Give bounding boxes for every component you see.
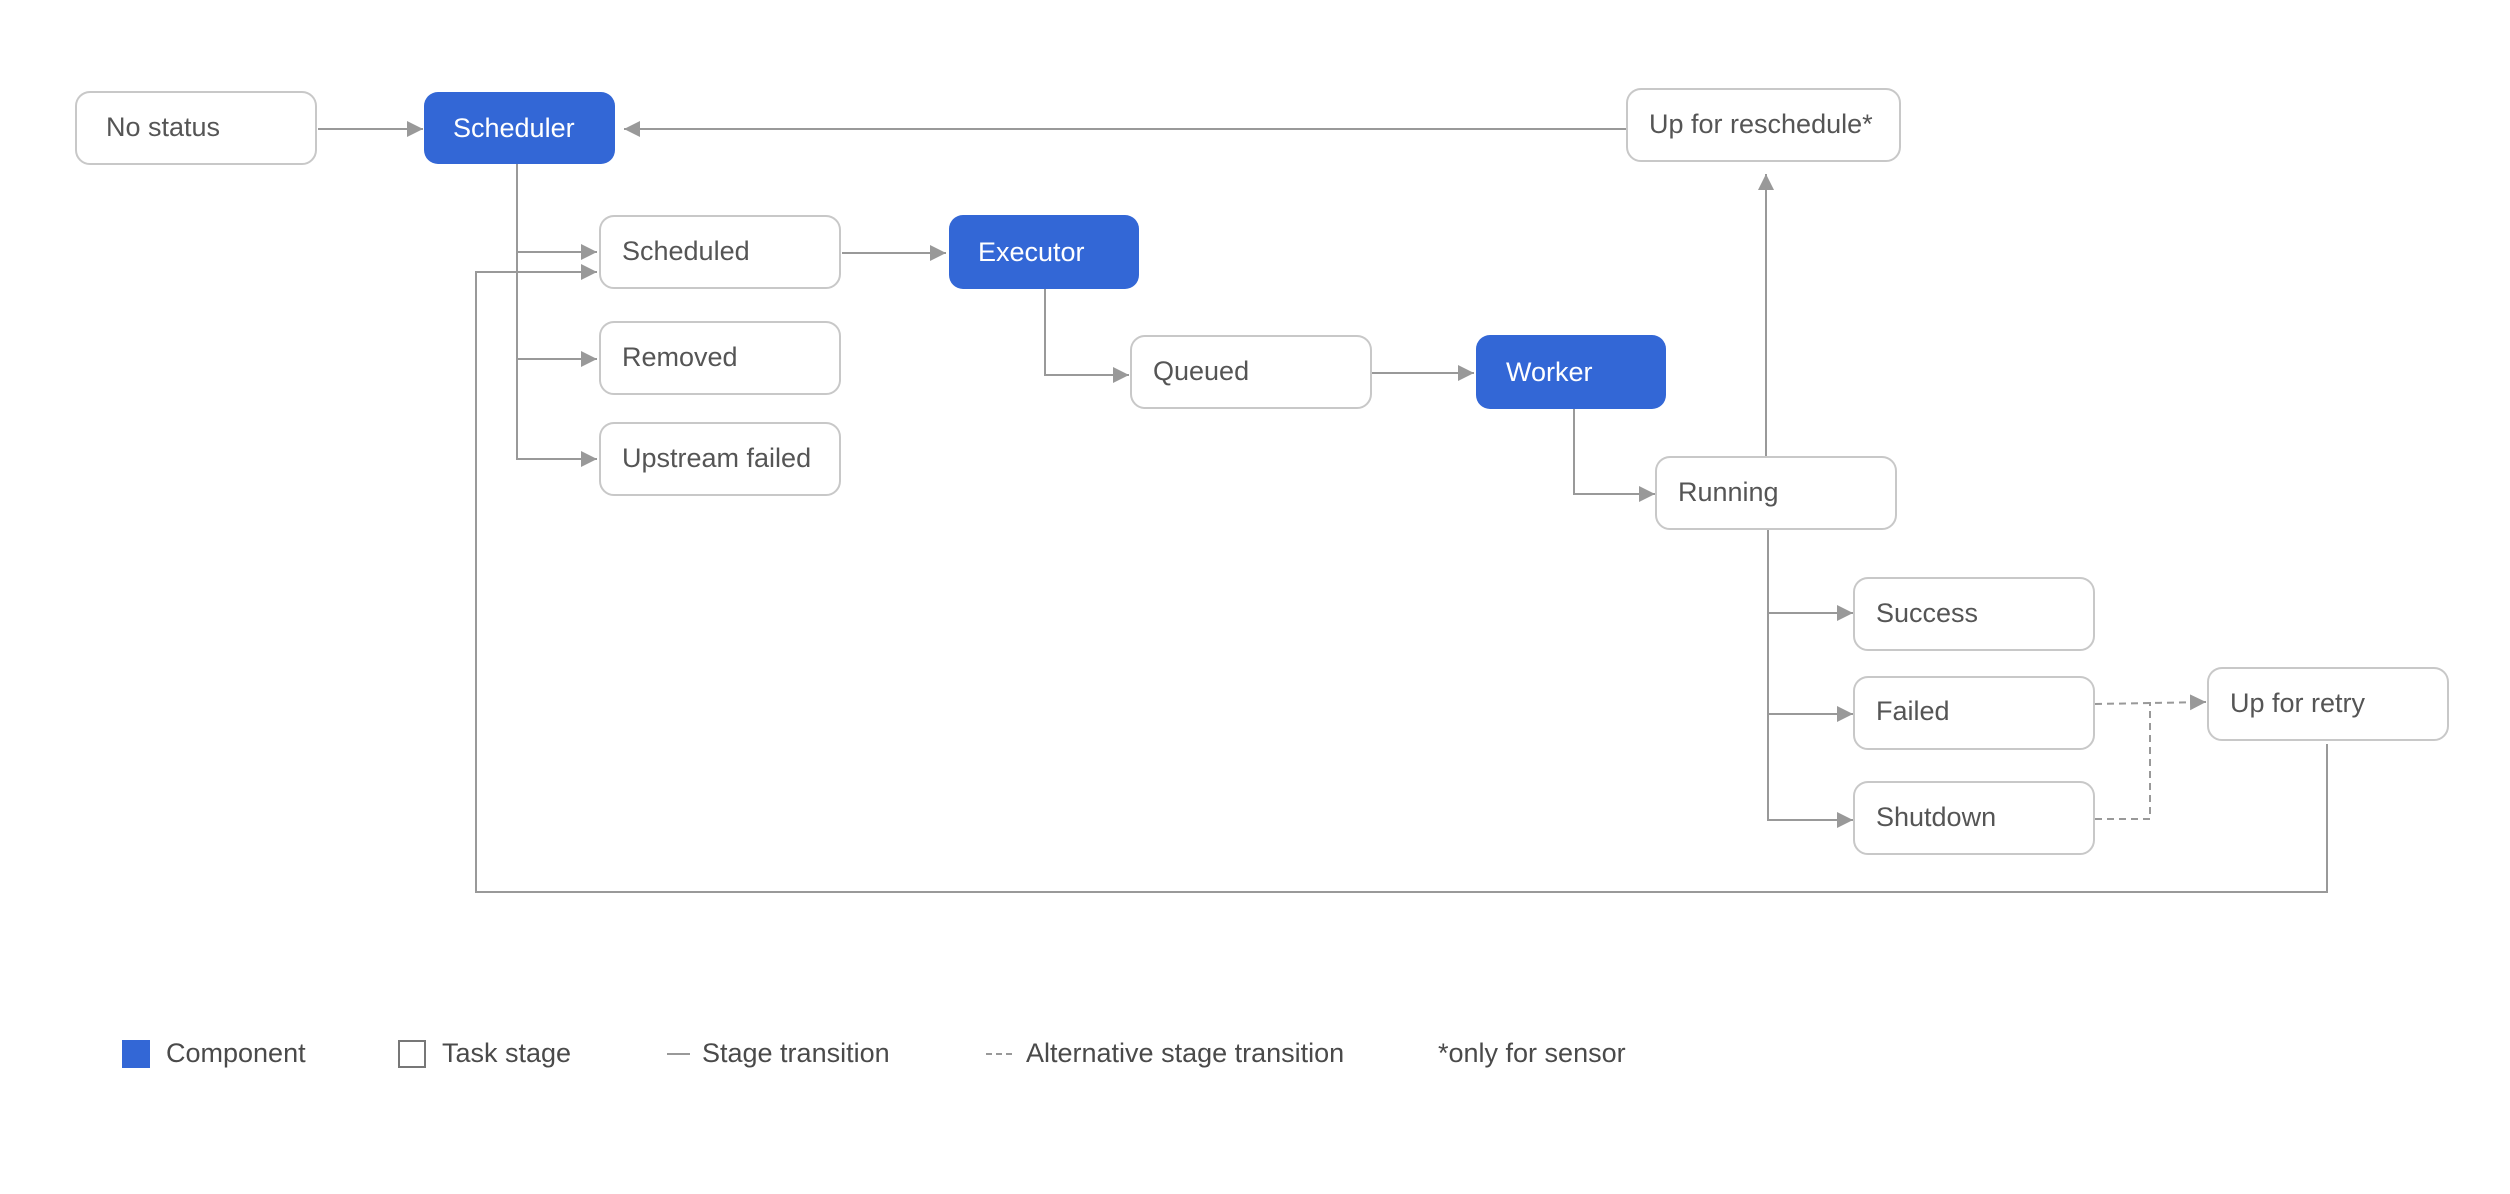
node-scheduler: Scheduler <box>424 92 615 164</box>
edge-worker-running <box>1573 409 1655 502</box>
legend: Component Task stage Stage transition Al… <box>122 1038 1626 1068</box>
legend-component: Component <box>122 1038 306 1068</box>
node-executor-label: Executor <box>978 237 1085 267</box>
component-swatch-icon <box>122 1040 150 1068</box>
node-worker: Worker <box>1476 335 1666 409</box>
node-scheduler-label: Scheduler <box>453 113 575 143</box>
node-worker-label: Worker <box>1506 357 1593 387</box>
node-queued-label: Queued <box>1153 356 1249 386</box>
node-scheduled: Scheduled <box>599 215 841 289</box>
node-queued: Queued <box>1130 335 1372 409</box>
stage-transitions <box>318 121 2328 893</box>
legend-sensor-note: *only for sensor <box>1438 1038 1626 1068</box>
node-removed-label: Removed <box>622 342 738 372</box>
alternative-stage-transitions <box>2094 694 2207 820</box>
node-success-label: Success <box>1876 598 1978 628</box>
node-scheduled-label: Scheduled <box>622 236 750 266</box>
node-no-status: No status <box>75 91 317 165</box>
legend-task-stage: Task stage <box>398 1038 571 1068</box>
node-running: Running <box>1655 456 1897 530</box>
node-failed-label: Failed <box>1876 696 1950 726</box>
node-executor: Executor <box>949 215 1139 289</box>
legend-alternative-stage-transition: Alternative stage transition <box>986 1038 1344 1068</box>
edge-executor-queued <box>1044 289 1129 383</box>
node-shutdown-label: Shutdown <box>1876 802 1996 832</box>
node-up-for-reschedule-label: Up for reschedule* <box>1649 109 1873 139</box>
node-up-for-retry-label: Up for retry <box>2230 688 2366 718</box>
node-success: Success <box>1853 577 2095 651</box>
legend-alternative-stage-transition-label: Alternative stage transition <box>1026 1038 1344 1068</box>
node-up-for-retry: Up for retry <box>2207 667 2449 741</box>
legend-component-label: Component <box>166 1038 306 1068</box>
edge-shutdown-retry <box>2095 702 2151 820</box>
node-up-for-reschedule: Up for reschedule* <box>1626 88 1901 162</box>
edge-failed-retry <box>2094 694 2207 711</box>
legend-stage-transition-label: Stage transition <box>702 1038 890 1068</box>
legend-stage-transition: Stage transition <box>667 1038 890 1068</box>
edge-retry-scheduled <box>475 264 2328 893</box>
node-failed: Failed <box>1853 676 2095 750</box>
node-running-label: Running <box>1678 477 1779 507</box>
task-stage-swatch-icon <box>398 1040 426 1068</box>
legend-task-stage-label: Task stage <box>442 1038 571 1068</box>
node-upstream-failed-label: Upstream failed <box>622 443 811 473</box>
legend-sensor-note-label: *only for sensor <box>1438 1038 1626 1068</box>
node-no-status-label: No status <box>106 112 220 142</box>
node-upstream-failed: Upstream failed <box>599 422 841 496</box>
node-removed: Removed <box>599 321 841 395</box>
node-shutdown: Shutdown <box>1853 781 2095 855</box>
